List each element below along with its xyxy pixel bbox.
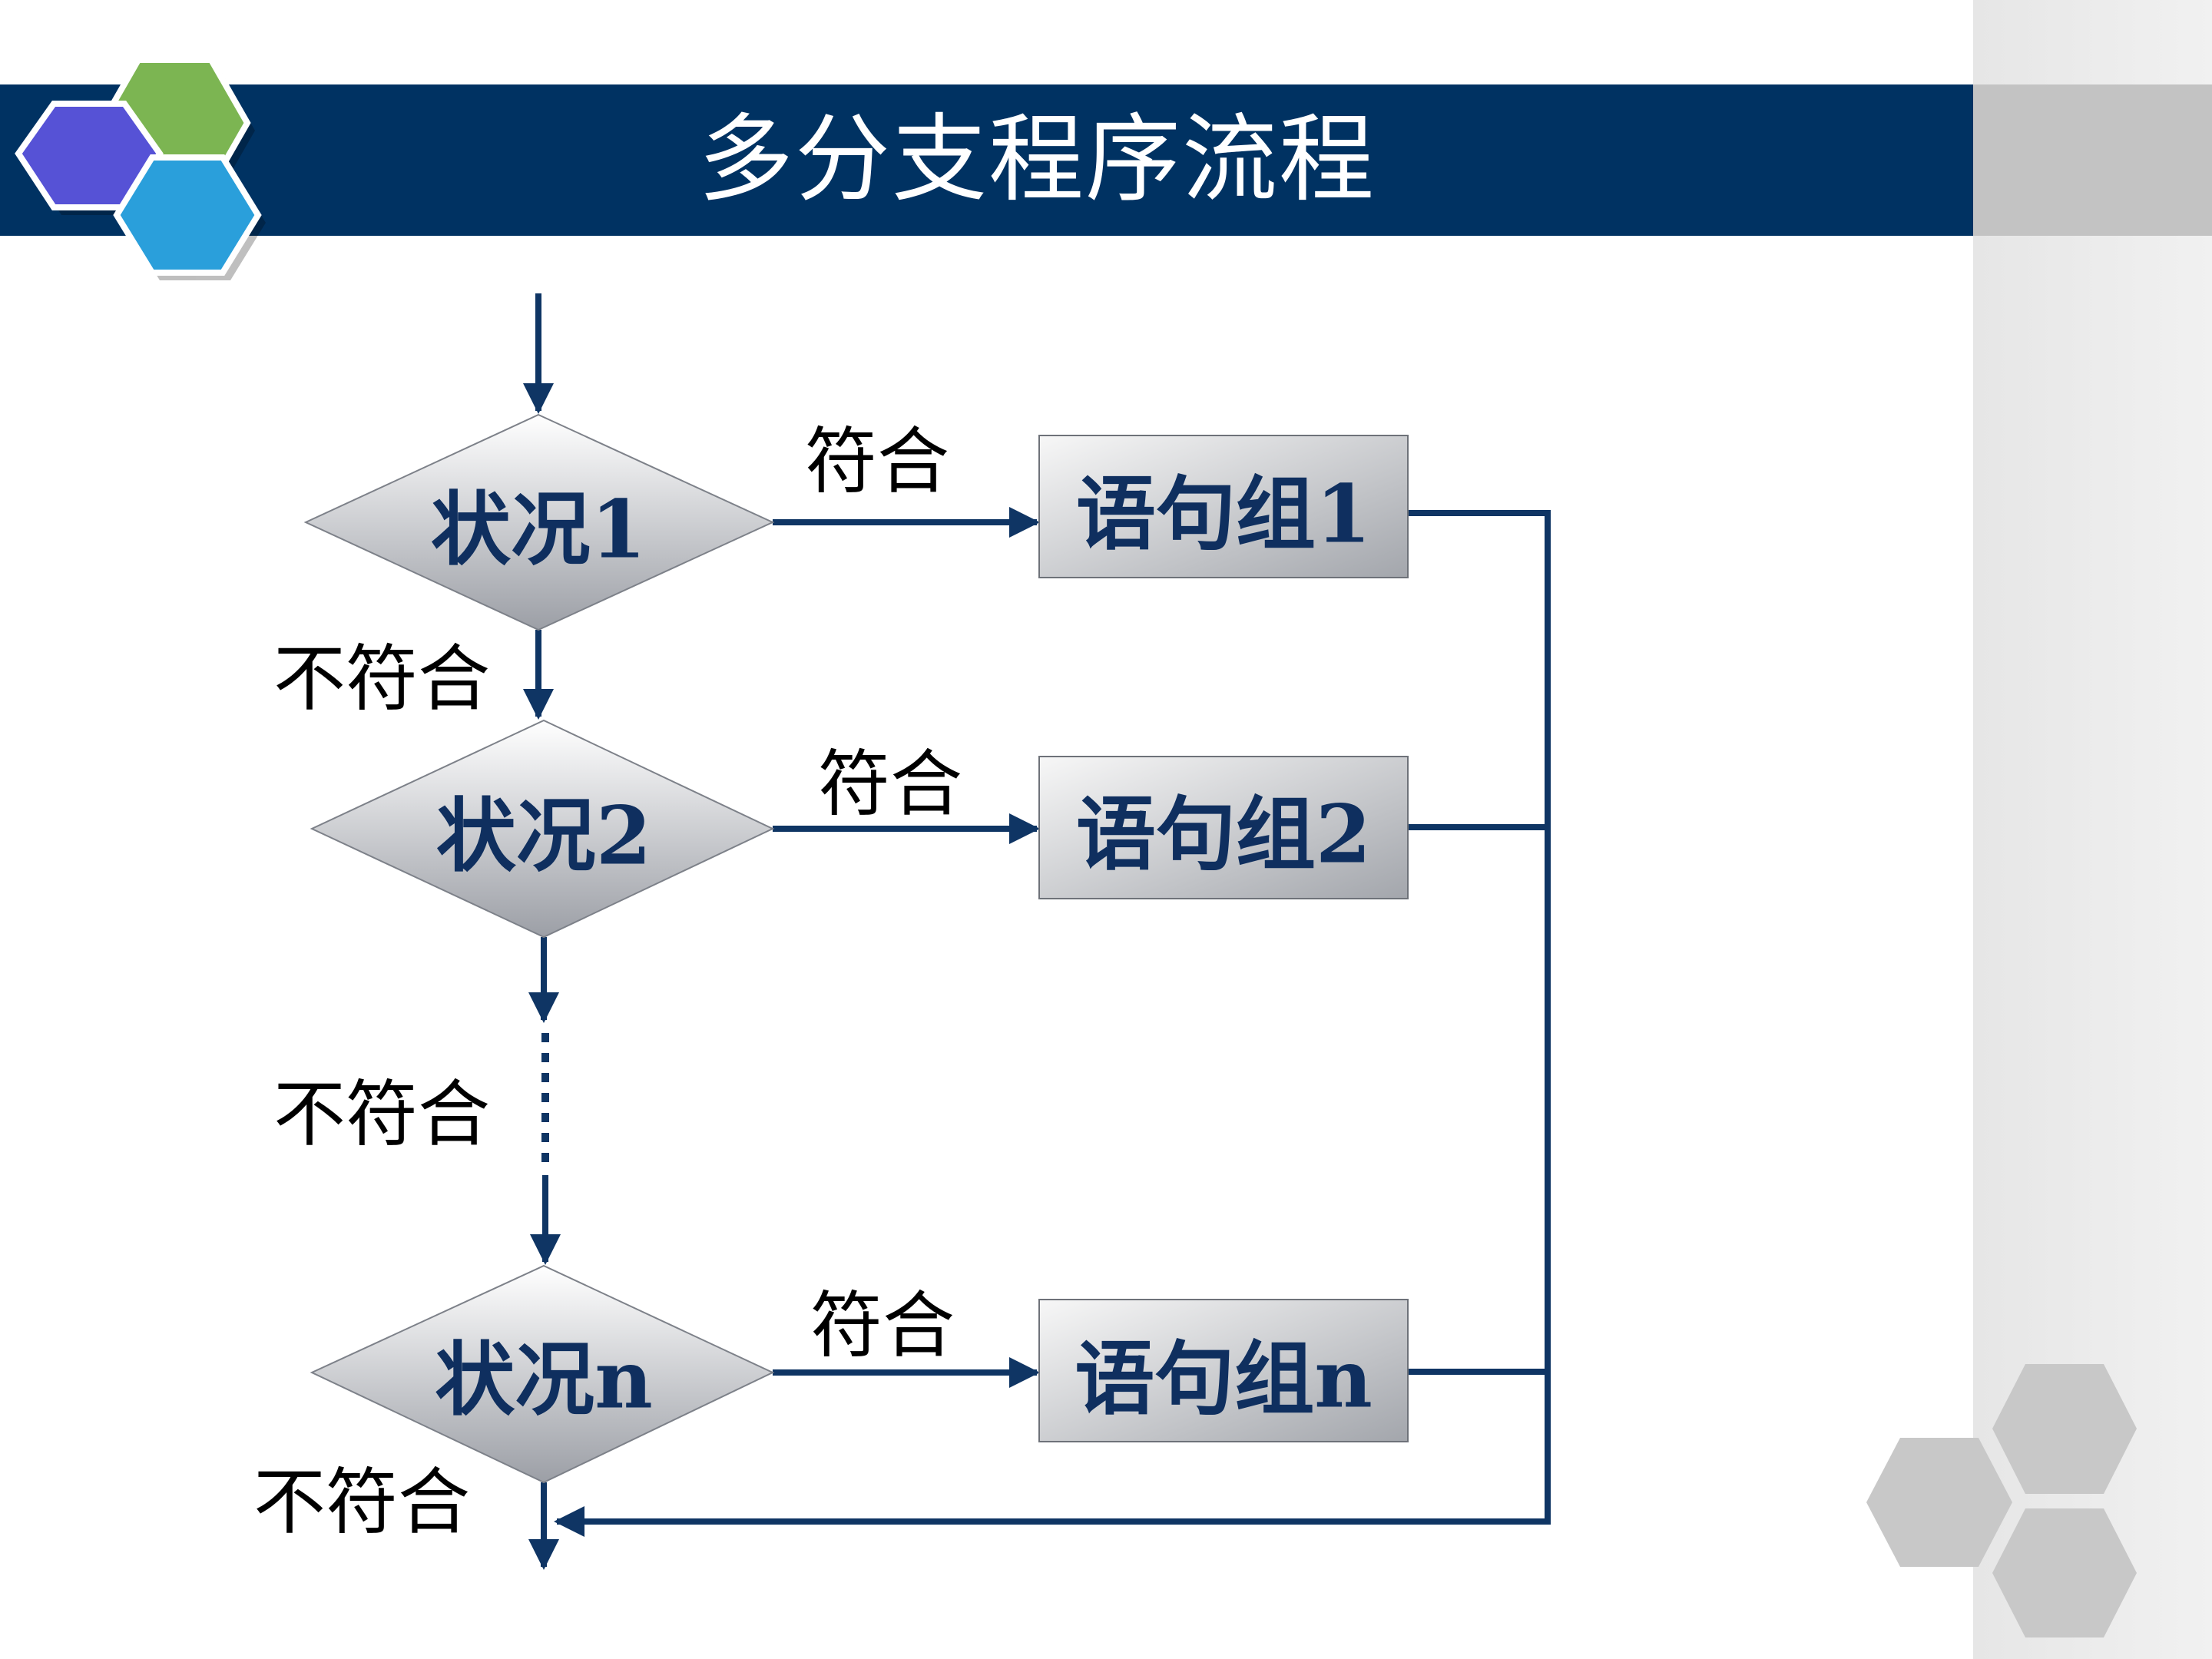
condition-1-diamond	[303, 413, 775, 631]
right-side-band	[1973, 84, 2212, 236]
condition-2-label: 状况2	[435, 788, 652, 883]
hexagon-cluster-gray-icon	[1866, 1364, 2137, 1637]
no-match-label-1: 不符合	[273, 637, 491, 721]
no-match-label-n: 不符合	[253, 1461, 471, 1545]
page-title: 多分支程序流程	[697, 104, 1376, 215]
condition-2-diamond	[310, 719, 775, 939]
statement-group-n-box	[1038, 1299, 1409, 1442]
statement-group-n-label: 语句组n	[1075, 1331, 1373, 1426]
match-label-1: 符合	[805, 420, 950, 504]
statement-group-1-box	[1038, 435, 1409, 578]
match-label-n: 符合	[810, 1284, 955, 1368]
hexagon-cluster-icon	[15, 57, 266, 280]
statement-group-2-label: 语句组2	[1075, 786, 1372, 882]
match-label-2: 符合	[818, 743, 963, 826]
condition-n-label: 状况n	[435, 1332, 653, 1427]
statement-group-2-box	[1038, 756, 1409, 899]
title-bar	[0, 84, 1973, 236]
condition-1-label: 状况1	[430, 482, 647, 577]
hexagon-blue-icon	[113, 154, 262, 276]
group1-exit-line	[1408, 510, 1551, 1525]
condition-n-diamond	[310, 1264, 775, 1484]
no-match-label-2: 不符合	[273, 1073, 491, 1157]
statement-group-1-label: 语句组1	[1075, 466, 1372, 561]
